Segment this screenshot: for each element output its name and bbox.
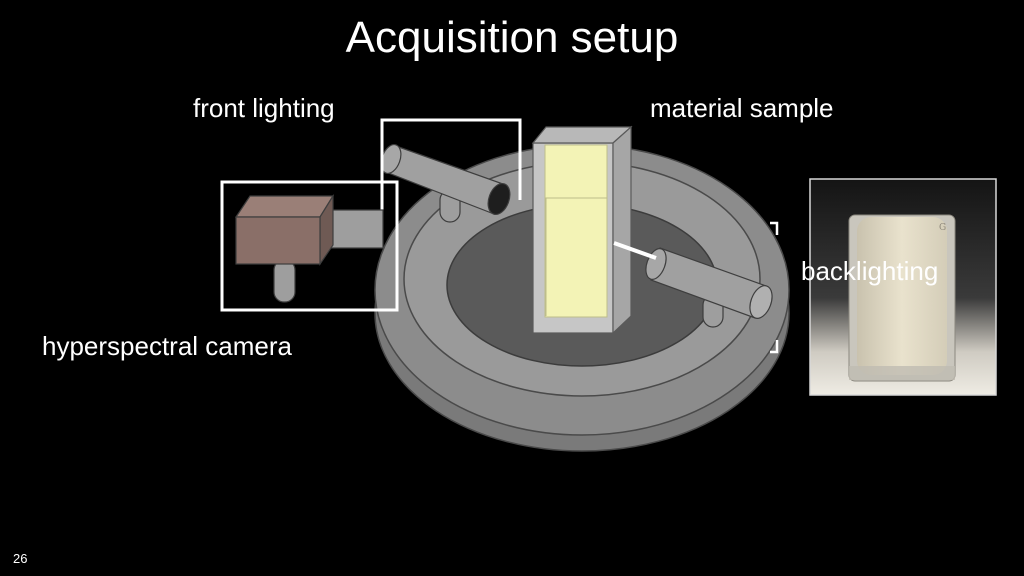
- slide-title: Acquisition setup: [345, 13, 679, 62]
- backlighting-label: backlighting: [801, 256, 939, 286]
- photo-corner-mark: G: [939, 223, 946, 233]
- hyperspectral-camera: [234, 193, 384, 303]
- material-sample: [531, 125, 633, 335]
- page-number: 26: [13, 551, 28, 566]
- backlight-bracket: [770, 221, 779, 354]
- backlit-sample-photo: G: [809, 178, 997, 396]
- camera-callout-box: [220, 180, 399, 312]
- material-sample-label: material sample: [650, 93, 834, 123]
- hyperspectral-camera-label: hyperspectral camera: [42, 331, 292, 361]
- beam-line: [613, 241, 657, 260]
- front-light: [380, 143, 511, 223]
- back-light: [645, 247, 773, 328]
- front-lighting-label: front lighting: [193, 93, 335, 123]
